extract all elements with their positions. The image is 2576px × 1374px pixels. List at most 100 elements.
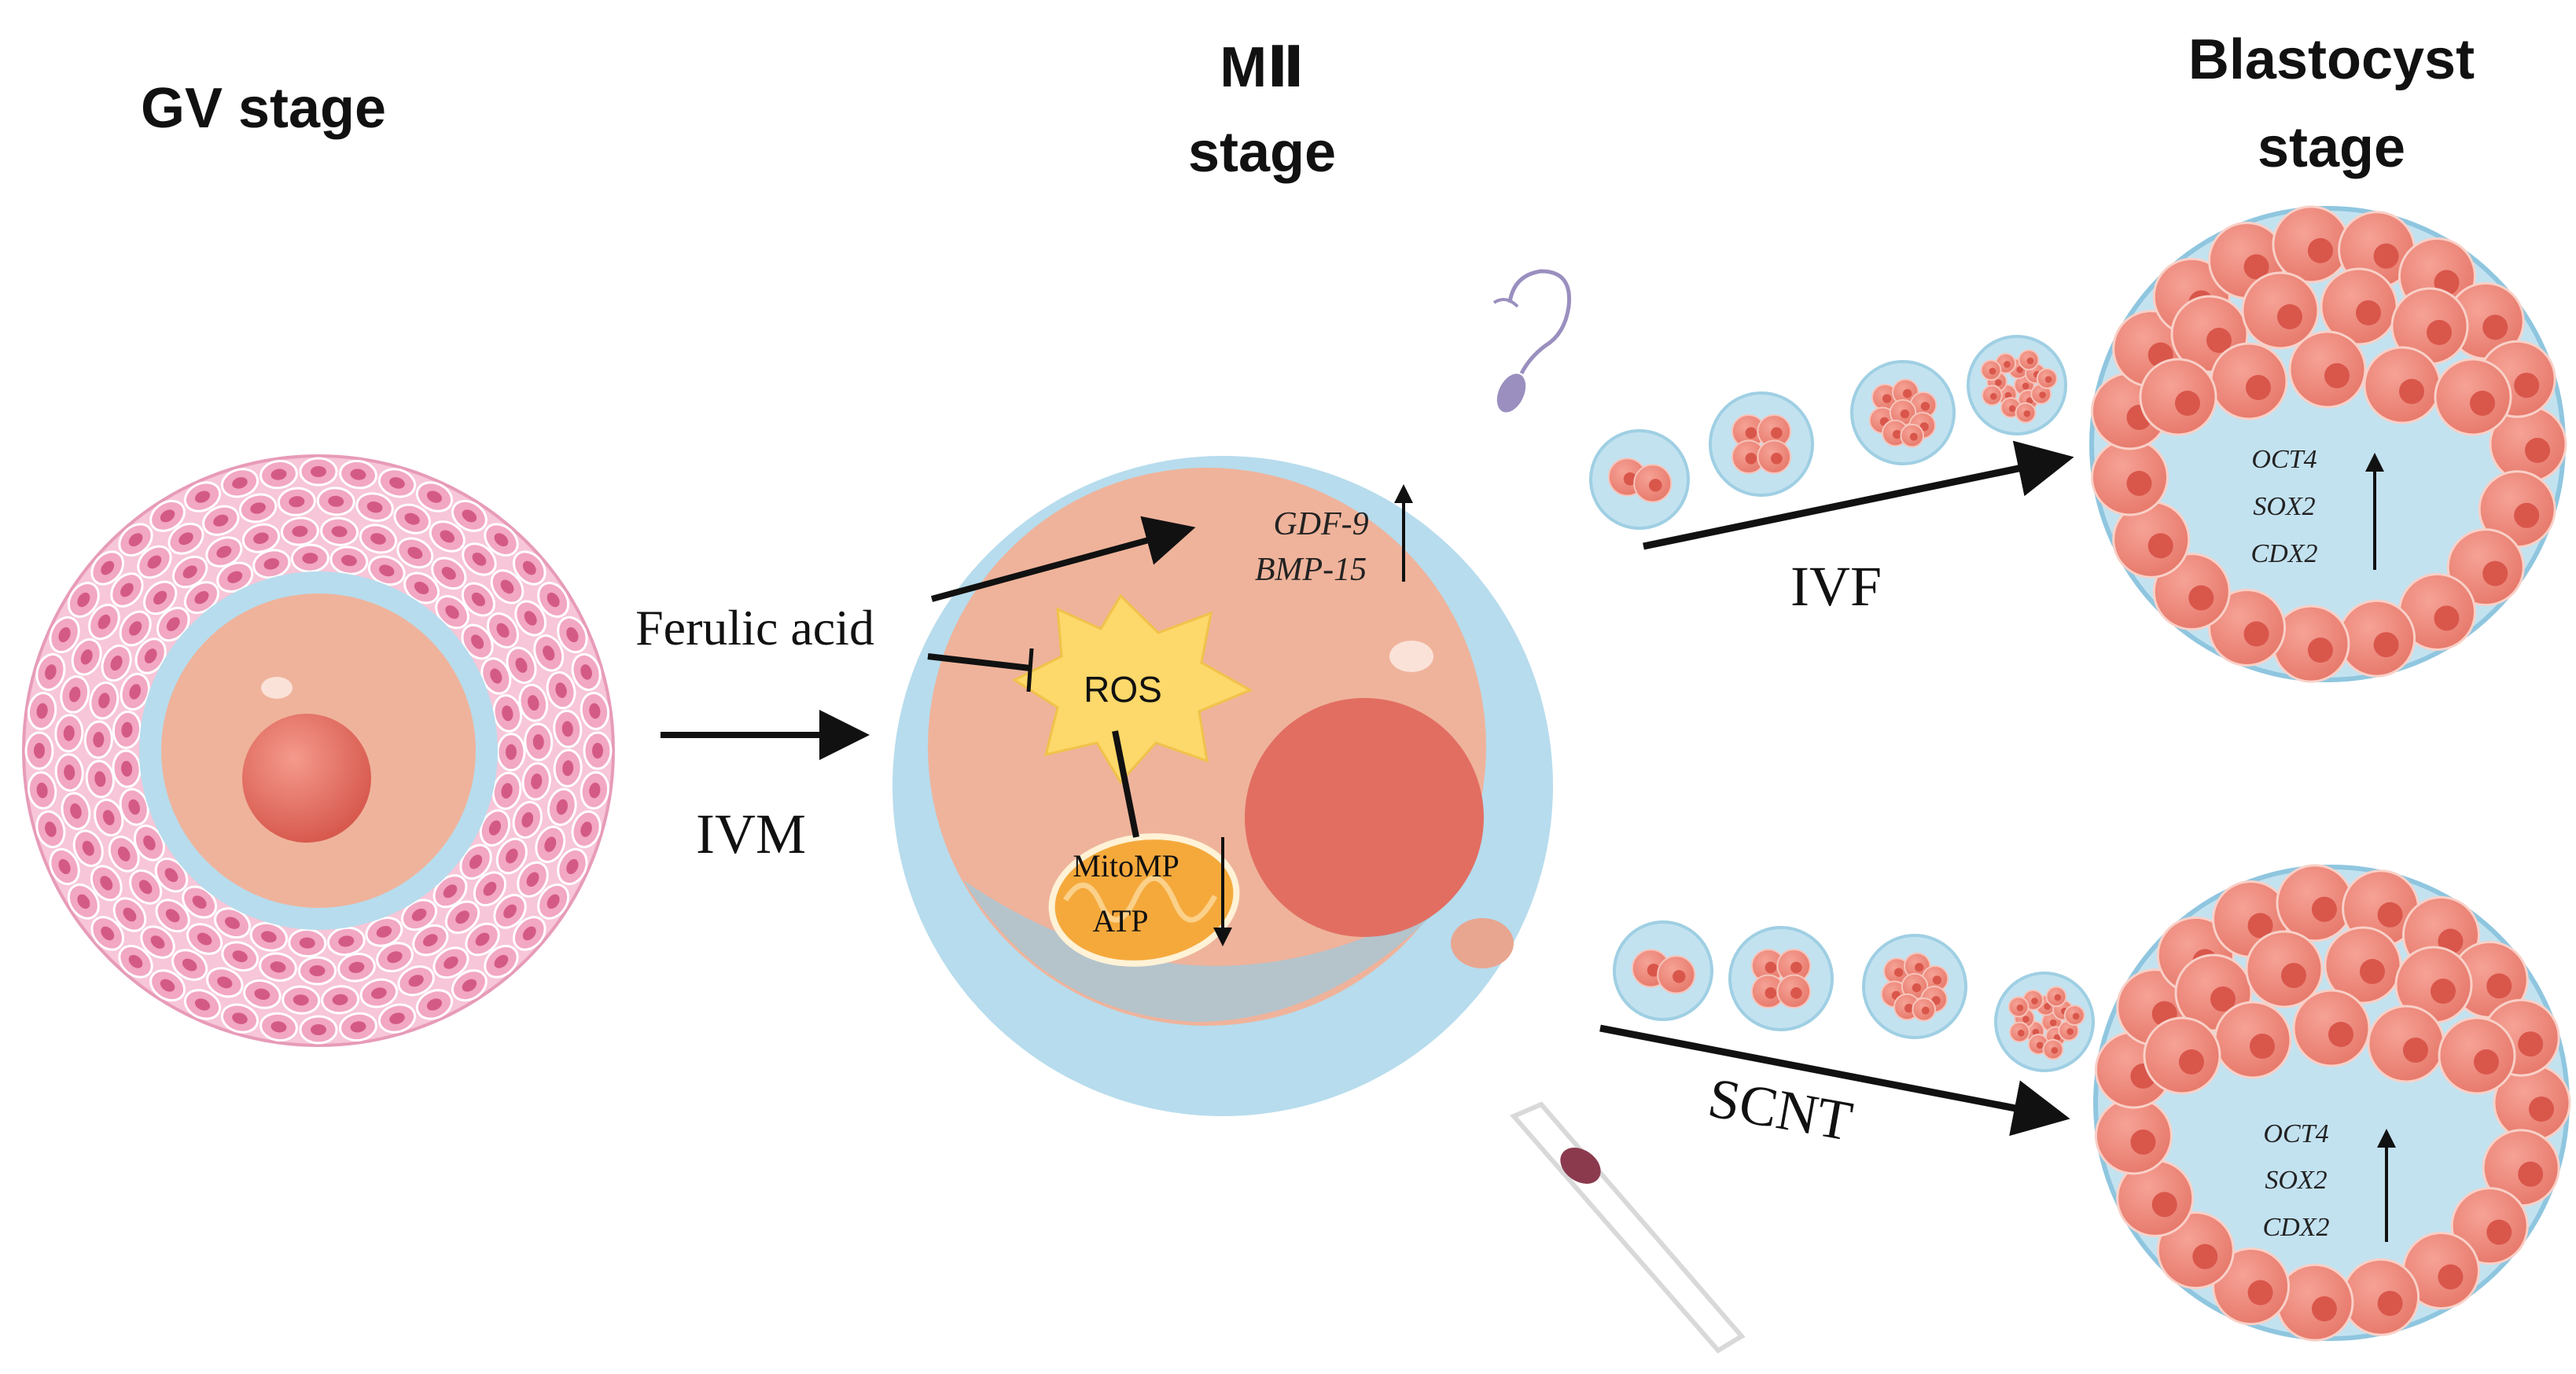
cumulus-cell-nucleus <box>440 530 455 543</box>
cumulus-cell-nucleus <box>299 937 315 949</box>
cumulus-cell-nucleus <box>332 994 348 1005</box>
cumulus-cell-nucleus <box>182 958 197 972</box>
cumulus-cell-nucleus <box>546 894 560 909</box>
polar-body <box>1451 918 1514 968</box>
cumulus-cell-nucleus <box>197 932 212 946</box>
scnt-sox2-label: SOX2 <box>2265 1166 2327 1195</box>
cumulus-cell-nucleus <box>407 546 423 560</box>
cumulus-cell-nucleus <box>270 961 286 973</box>
cumulus-cell-nucleus <box>543 645 555 661</box>
cumulus-cell-nucleus <box>165 909 180 923</box>
cumulus-cell-nucleus <box>521 812 534 828</box>
cumulus-cell-nucleus <box>58 858 71 875</box>
cumulus-cell-nucleus <box>160 509 175 523</box>
cumulus-cell-nucleus <box>121 722 133 738</box>
cumulus-cell-nucleus <box>546 592 560 608</box>
ros-label: ROS <box>1084 669 1162 710</box>
cumulus-cell-nucleus <box>580 821 592 837</box>
micropipette-icon <box>1510 1101 1746 1354</box>
scnt-cdx2-label: CDX2 <box>2263 1213 2330 1242</box>
cumulus-cell-nucleus <box>488 820 501 836</box>
cumulus-cell-nucleus <box>370 533 386 545</box>
cumulus-cell-nucleus <box>194 490 211 503</box>
cumulus-cell-nucleus <box>328 495 344 507</box>
cumulus-cell-nucleus <box>293 994 309 1006</box>
cumulus-cell-nucleus <box>524 611 537 626</box>
embryo <box>1862 934 1967 1039</box>
cumulus-cell-nucleus <box>376 925 392 938</box>
cumulus-cell-nucleus <box>505 744 517 760</box>
cumulus-cell-nucleus <box>128 799 141 815</box>
cumulus-cell-nucleus <box>166 617 180 631</box>
cumulus-cell-nucleus <box>515 657 528 673</box>
cumulus-cell-nucleus <box>263 558 280 570</box>
bmp15-label: BMP-15 <box>1255 552 1367 588</box>
cumulus-cell-nucleus <box>561 721 573 737</box>
cumulus-cell-nucleus <box>34 743 45 759</box>
cumulus-cell-nucleus <box>469 854 483 869</box>
ferulic-to-genes-arrow <box>930 516 1196 602</box>
cumulus-cell-nucleus <box>129 621 142 636</box>
cumulus-cell-nucleus <box>462 979 477 992</box>
cumulus-cell-nucleus <box>502 705 513 722</box>
cumulus-cell-nucleus <box>254 988 270 1001</box>
ivf-cdx2-label: CDX2 <box>2251 539 2318 568</box>
cumulus-cell-nucleus <box>292 525 308 538</box>
mii-highlight <box>1389 641 1433 672</box>
cumulus-cell-nucleus <box>128 954 143 968</box>
cumulus-cell-nucleus <box>93 731 105 748</box>
ivf-sox2-label: SOX2 <box>2253 492 2315 521</box>
cumulus-cell-nucleus <box>366 501 383 513</box>
cumulus-cell-nucleus <box>63 725 75 741</box>
cumulus-cell-nucleus <box>445 605 459 619</box>
gv-stage-title: GV stage <box>141 77 386 140</box>
cumulus-cell-nucleus <box>408 975 424 987</box>
cumulus-cell-nucleus <box>194 590 209 604</box>
cumulus-cell-nucleus <box>120 582 134 597</box>
cumulus-cell-nucleus <box>411 908 427 921</box>
cumulus-cell-nucleus <box>213 514 229 527</box>
cumulus-cell-nucleus <box>387 951 403 964</box>
cumulus-cells <box>24 457 613 1045</box>
sperm-icon <box>1492 269 1572 413</box>
cumulus-cell-nucleus <box>194 998 211 1011</box>
ivf-arrow <box>1643 440 2074 550</box>
embryo <box>1613 920 1713 1021</box>
cumulus-cell-nucleus <box>129 684 142 700</box>
cumulus-cell-nucleus <box>472 553 487 566</box>
embryo <box>1967 335 2067 435</box>
scnt-label: SCNT <box>1704 1066 1857 1153</box>
blastocyst-stage-title-line2: stage <box>2258 116 2405 179</box>
embryo <box>1589 429 1690 530</box>
cumulus-cell-nucleus <box>331 526 348 538</box>
cumulus-cell-nucleus <box>270 468 287 480</box>
cumulus-cell-nucleus <box>522 560 536 575</box>
cumulus-cell-nucleus <box>192 895 207 909</box>
cumulus-cell-nucleus <box>80 649 93 665</box>
cumulus-cell-nucleus <box>150 935 165 949</box>
scnt-arrow <box>1599 1024 2070 1137</box>
cumulus-cell-nucleus <box>178 532 193 546</box>
cumulus-cell-nucleus <box>98 693 110 709</box>
mitochondria <box>1048 833 1240 967</box>
mitomp-label: MitoMP <box>1073 848 1179 884</box>
cumulus-cell-nucleus <box>496 623 510 638</box>
cumulus-cell-nucleus <box>289 496 305 508</box>
cumulus-cell-nucleus <box>225 917 240 929</box>
cumulus-cell-nucleus <box>555 682 567 698</box>
cumulus-cell-nucleus <box>100 876 113 891</box>
cumulus-cell-nucleus <box>128 533 143 547</box>
ivf-embryo-sequence <box>1589 335 2067 530</box>
cumulus-cell-nucleus <box>475 932 490 946</box>
cumulus-cell-nucleus <box>441 567 456 580</box>
cumulus-cell-nucleus <box>311 1024 326 1035</box>
cumulus-cell-nucleus <box>261 931 277 942</box>
ros-star <box>1011 593 1253 784</box>
ivf-label: IVF <box>1790 555 1882 618</box>
germinal-vesicle <box>242 714 371 843</box>
cumulus-cell-nucleus <box>98 614 111 630</box>
cumulus-cell-nucleus <box>36 703 48 719</box>
blastocyst-stage-title-line1: Blastocyst <box>2188 28 2475 91</box>
cumulus-cell-nucleus <box>227 571 243 583</box>
cumulus-cell-nucleus <box>389 1012 405 1024</box>
